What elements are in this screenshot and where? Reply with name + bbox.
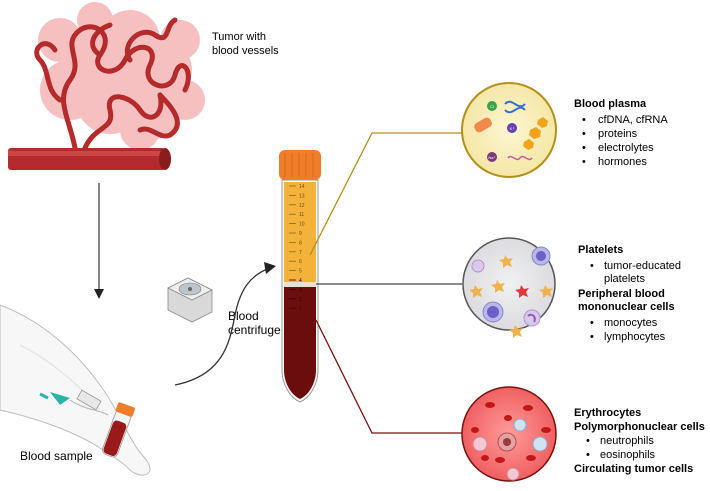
pbmc-item: monocytes	[604, 317, 658, 329]
arm-illustration	[0, 304, 151, 476]
ion-chloride	[487, 101, 497, 111]
ion-potassium-label: K⁺	[510, 126, 515, 131]
pmn-heading: Polymorphonuclear cells	[574, 421, 705, 433]
pmn-bullet: •	[586, 435, 590, 447]
pbmc-item: lymphocytes	[604, 331, 666, 343]
tumor-mass	[38, 2, 205, 150]
protein-blob	[474, 117, 492, 133]
monocyte	[523, 309, 541, 327]
erythrocyte-layer	[284, 287, 316, 399]
plasma-bullet: •	[582, 114, 586, 126]
eosinophil	[532, 436, 548, 452]
buffy-text: Platelets • tumor-educated platelets Per…	[578, 244, 681, 343]
tube-tick-label: 9	[299, 231, 302, 237]
ion-sodium-label: Na⁺	[488, 155, 495, 160]
tube-tick-label: 7	[299, 250, 302, 256]
plasma-circle: Cl K⁺ Na⁺	[461, 82, 557, 178]
plasma-layer	[284, 182, 316, 282]
tube-tick-label: 12	[299, 203, 305, 209]
pbmc-heading-line1: Peripheral blood	[578, 288, 665, 300]
plasma-bullet: •	[582, 142, 586, 154]
hormone-cluster	[523, 117, 548, 150]
erythrocytes	[471, 402, 551, 463]
plasma-item: proteins	[598, 128, 638, 140]
tube-tick-label: 5	[299, 269, 302, 275]
arrow-down	[94, 183, 104, 299]
plasma-bullet: •	[582, 128, 586, 140]
platelets	[469, 255, 553, 338]
tumor-illustration	[8, 2, 205, 170]
erythrocyte-circle	[461, 386, 557, 482]
pmn-bullet: •	[586, 449, 590, 461]
tube-tick-label: 8	[299, 240, 302, 246]
tumor-label: Tumor with blood vessels	[212, 31, 279, 57]
plasma-item: hormones	[598, 156, 647, 168]
tube-scale: 14 13 12 11 10 9 8 7 6 5 4 3 2 1	[289, 184, 305, 312]
tube-tick-label: 14	[299, 184, 305, 190]
ion-sodium	[487, 152, 497, 162]
tube-tick-label: 4	[299, 278, 302, 284]
tube-tick-label: 10	[299, 222, 305, 228]
butterfly-needle	[50, 392, 70, 405]
tube-tick-label: 11	[299, 212, 304, 218]
platelets-item: tumor-educated	[604, 260, 681, 272]
pbmc-heading-line2: mononuclear cells	[578, 301, 675, 313]
tube-tick-label: 3	[299, 287, 302, 293]
neutrophil	[506, 467, 520, 481]
plasma-item: cfDNA, cfRNA	[598, 114, 668, 126]
tube-tick-label: 1	[299, 306, 302, 312]
blood-sample-label: Blood sample	[20, 449, 93, 463]
tube-tick-label: 2	[299, 297, 302, 303]
plasma-leader	[309, 132, 462, 256]
rbc-leader	[315, 319, 462, 434]
buffy-circle	[462, 237, 556, 338]
ion-chloride-label: Cl	[490, 104, 494, 109]
tumor-vessels	[34, 17, 191, 151]
neutrophil	[472, 436, 488, 452]
platelets-bullet: •	[590, 260, 594, 272]
erythrocytes-heading: Erythrocytes	[574, 407, 641, 419]
centrifuge-icon	[167, 277, 213, 323]
tube-tick-label: 13	[299, 193, 305, 199]
tourniquet	[76, 389, 102, 411]
blood-vessel	[8, 148, 171, 170]
plasma-item: electrolytes	[598, 142, 654, 154]
plasma-bullet: •	[582, 156, 586, 168]
ion-potassium	[507, 123, 517, 133]
arrow-to-tube	[174, 262, 276, 386]
leader-lines	[309, 132, 462, 434]
tube-tick-label: 6	[299, 259, 302, 265]
platelets-item-cont: platelets	[604, 273, 645, 285]
monocyte	[471, 259, 485, 273]
eosinophil	[513, 418, 527, 432]
pbmc-bullet: •	[590, 331, 594, 343]
sample-tube	[102, 402, 135, 458]
pmn-item: neutrophils	[600, 435, 654, 447]
erythro-text: Erythrocytes Polymorphonuclear cells • n…	[574, 407, 705, 475]
buffy-coat-layer	[284, 282, 316, 287]
plasma-heading: Blood plasma	[574, 98, 647, 110]
pmn-item: eosinophils	[600, 449, 656, 461]
tumor-educated-platelet	[515, 285, 529, 298]
pbmc-bullet: •	[590, 317, 594, 329]
plasma-text: Blood plasma • cfDNA, cfRNA • proteins •…	[574, 98, 668, 168]
centrifuge-tube: 14 13 12 11 10 9 8 7 6 5 4 3 2 1	[279, 150, 321, 403]
tube-cap	[279, 150, 321, 180]
rna-strand	[507, 155, 533, 161]
ctc-heading: Circulating tumor cells	[574, 463, 693, 475]
platelets-heading: Platelets	[578, 244, 623, 256]
dna-strand	[504, 100, 526, 114]
